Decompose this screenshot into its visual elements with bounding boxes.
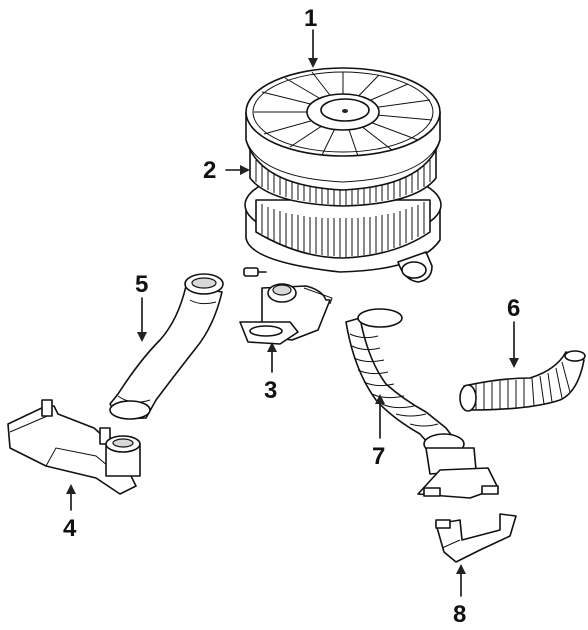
air-cleaner-assembly	[243, 67, 442, 283]
intake-duct-bracket	[7, 399, 141, 495]
intake-hose	[109, 273, 224, 420]
callout-4: 4	[63, 515, 77, 542]
callout-1: 1	[304, 5, 317, 32]
filter-pleats-lower	[255, 199, 431, 259]
callout-6: 6	[507, 295, 520, 322]
callout-labels: 1 2 3 4 5 6 7 8	[63, 5, 520, 628]
leader-lines	[66, 29, 519, 597]
callout-7: 7	[372, 443, 385, 470]
callout-2: 2	[203, 157, 216, 184]
callout-8: 8	[453, 601, 466, 628]
flex-duct	[345, 308, 499, 499]
duct-support-bracket	[435, 513, 517, 563]
callout-5: 5	[135, 271, 148, 298]
air-cleaner-cover	[245, 67, 441, 191]
bolt	[243, 267, 267, 277]
callout-3: 3	[264, 377, 277, 404]
heat-stove-hose	[459, 350, 586, 412]
snorkel-inlet	[239, 283, 333, 345]
